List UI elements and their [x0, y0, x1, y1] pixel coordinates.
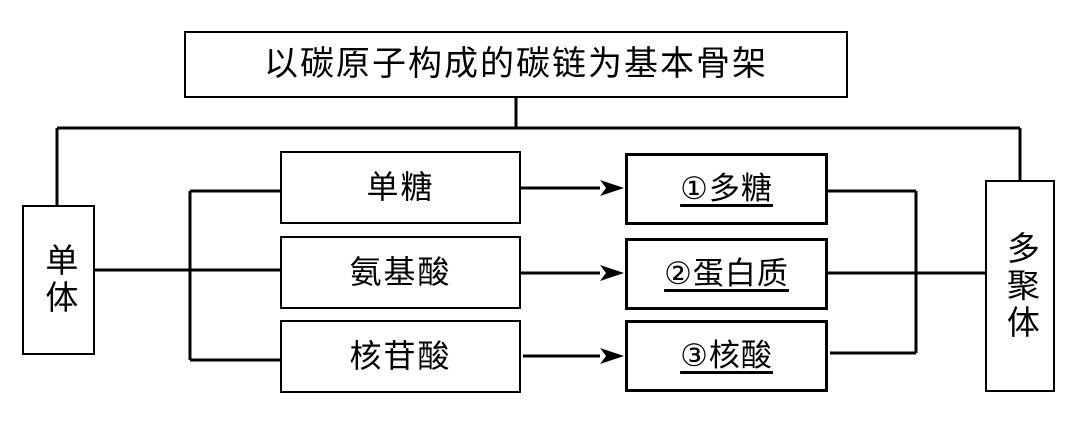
monomer-item-label: 单糖 — [366, 167, 435, 206]
monomer-item-nucleotide: 核苷酸 — [280, 320, 521, 393]
header-box: 以碳原子构成的碳链为基本骨架 — [184, 31, 848, 98]
arrowhead-icon-2 — [600, 348, 624, 364]
arrowhead-icon-1 — [600, 265, 624, 281]
polymer-item-label: ③核酸 — [680, 337, 773, 374]
polymer-item-protein: ②蛋白质 — [625, 238, 828, 310]
polymer-item-label: ①多糖 — [680, 170, 773, 207]
polymer-box: 多聚体 — [985, 180, 1055, 392]
polymer-item-label: ②蛋白质 — [664, 255, 789, 292]
monomer-box-label: 单体 — [39, 243, 79, 317]
polymer-item-polysaccharide: ①多糖 — [625, 153, 828, 225]
monomer-box: 单体 — [22, 205, 95, 355]
polymer-box-label: 多聚体 — [1001, 230, 1041, 342]
monomer-item-label: 核苷酸 — [349, 336, 452, 375]
monomer-item-monosaccharide: 单糖 — [280, 151, 521, 224]
monomer-item-label: 氨基酸 — [349, 252, 452, 291]
polymer-item-nucleic-acid: ③核酸 — [625, 320, 828, 392]
arrowhead-icon-0 — [600, 180, 624, 196]
header-box-label: 以碳原子构成的碳链为基本骨架 — [264, 43, 768, 84]
monomer-item-amino-acid: 氨基酸 — [280, 236, 521, 309]
